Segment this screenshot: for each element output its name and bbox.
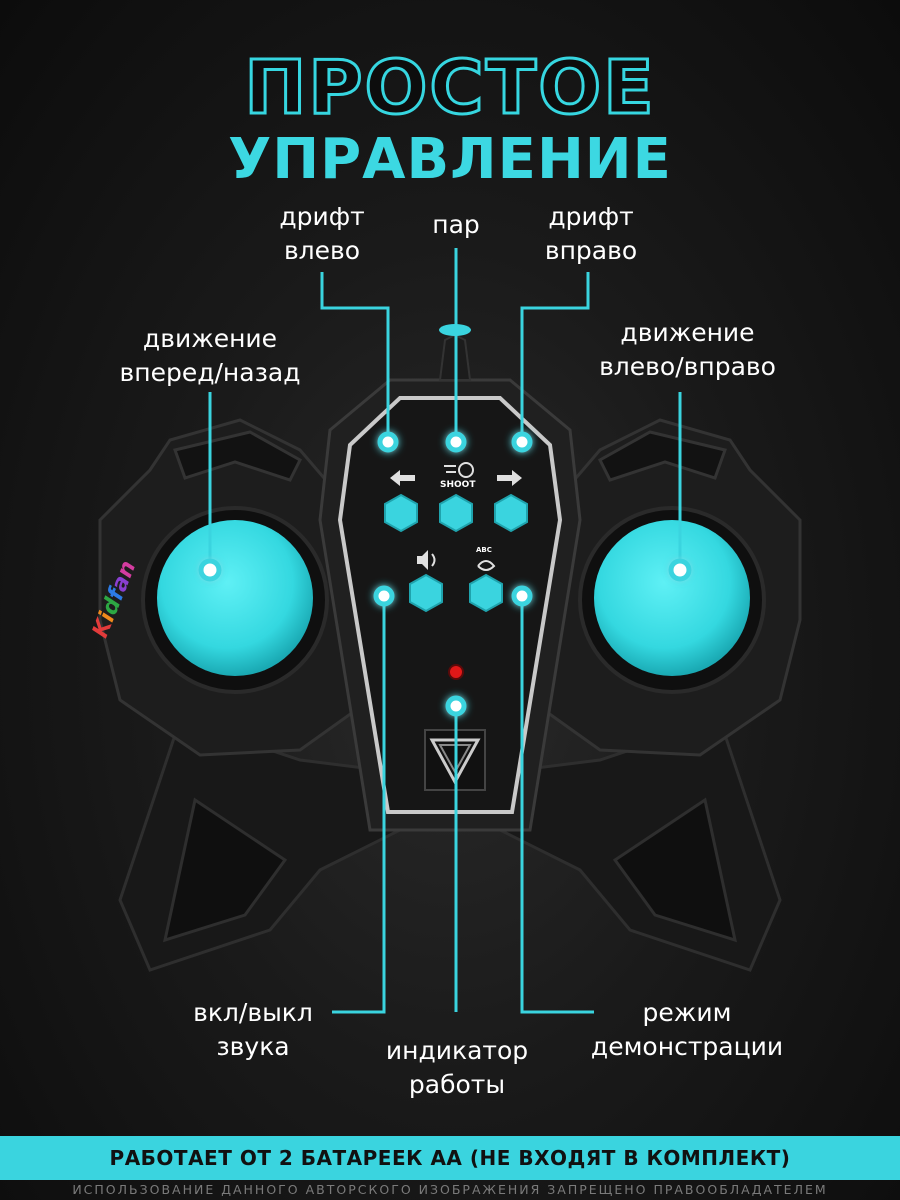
sound-button xyxy=(409,573,443,613)
left-stand xyxy=(118,718,402,972)
center-body xyxy=(318,324,582,832)
callout-drift-left xyxy=(320,272,390,438)
demo-button xyxy=(469,573,503,613)
demo-icon xyxy=(477,560,496,571)
dot-indicator xyxy=(445,695,467,717)
battery-note: РАБОТАЕТ ОТ 2 БАТАРЕЕК АА (НЕ ВХОДЯТ В К… xyxy=(109,1146,791,1170)
power-led xyxy=(448,664,464,680)
shoot-label: SHOOT xyxy=(440,480,476,490)
callout-drift-right xyxy=(520,272,590,438)
arrow-left-icon xyxy=(390,470,415,486)
callout-sound xyxy=(332,596,386,1014)
right-stand xyxy=(498,718,782,972)
dot-demo xyxy=(511,585,533,607)
abc-label: ABC xyxy=(476,546,492,554)
title-line-1: ПРОСТОЕ xyxy=(243,45,656,131)
dot-drift-left xyxy=(377,431,399,453)
battery-banner: РАБОТАЕТ ОТ 2 БАТАРЕЕК АА (НЕ ВХОДЯТ В К… xyxy=(0,1136,900,1180)
drift-left-button xyxy=(384,493,418,533)
dot-steam xyxy=(445,431,467,453)
dot-sound xyxy=(373,585,395,607)
left-joystick xyxy=(141,506,329,694)
callout-demo xyxy=(520,596,594,1014)
dot-forward-back xyxy=(198,558,222,582)
steam-icon xyxy=(444,462,474,478)
dot-drift-right xyxy=(511,431,533,453)
label-steam: пар xyxy=(432,210,480,239)
drift-right-button xyxy=(494,493,528,533)
copyright-notice: ИСПОЛЬЗОВАНИЕ ДАННОГО АВТОРСКОГО ИЗОБРАЖ… xyxy=(72,1182,828,1197)
title-line-2: УПРАВЛЕНИЕ xyxy=(228,127,672,192)
speaker-icon xyxy=(417,550,436,570)
dot-left-right xyxy=(668,558,692,582)
arrow-right-icon xyxy=(497,470,522,486)
steam-button xyxy=(439,493,473,533)
right-joystick xyxy=(578,506,766,694)
